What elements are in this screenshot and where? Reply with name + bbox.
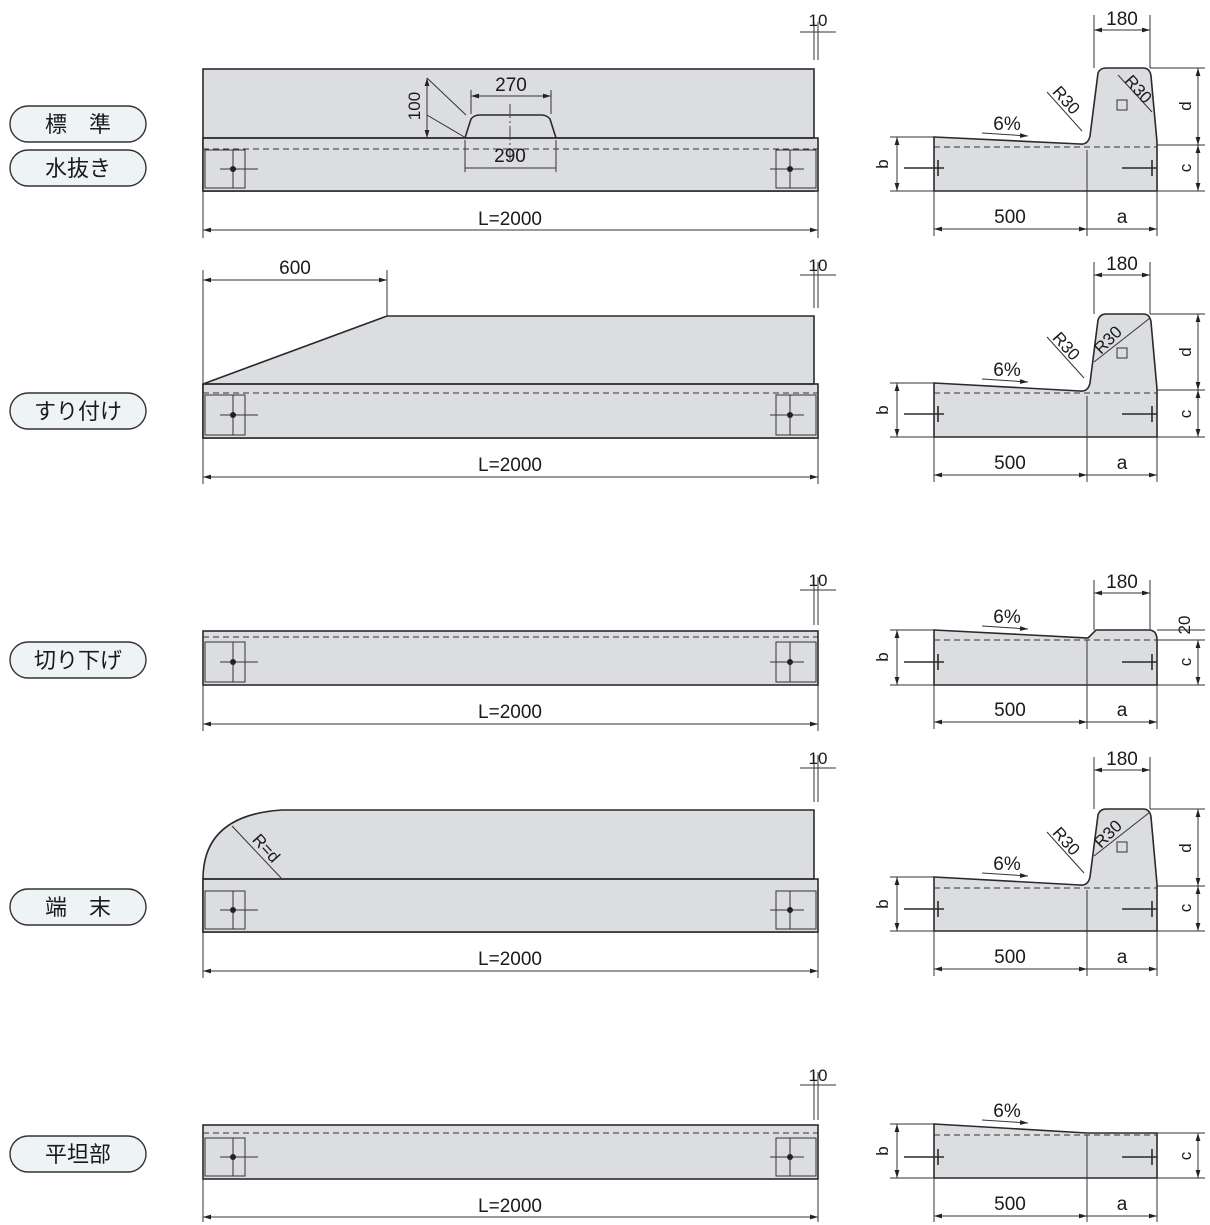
label-end-text: 端 末 <box>45 896 111 921</box>
dim-b: b <box>873 652 892 661</box>
dim-a: a <box>1117 947 1128 968</box>
section-standard: 180 R30 R30 6% d c b 500 a <box>873 9 1205 236</box>
dim-c: c <box>1176 903 1195 912</box>
dim-gradient: 6% <box>993 854 1021 875</box>
dim-gap: 10 <box>809 256 828 275</box>
anchor-left <box>204 1137 258 1177</box>
dim-gradient: 6% <box>993 607 1021 628</box>
label-drain: 水抜き <box>9 149 147 187</box>
label-slope: すり付け <box>9 392 147 430</box>
label-end: 端 末 <box>9 888 147 926</box>
dim-taper: 600 <box>279 258 311 279</box>
dim-base: 500 <box>994 1194 1026 1215</box>
dim-a: a <box>1117 1194 1128 1215</box>
section-end: 180 R30 R30 6% d c b 500 a <box>873 749 1205 976</box>
dim-notch-bottom: 290 <box>494 146 526 167</box>
dim-cut-height: 20 <box>1175 616 1194 635</box>
row-end: 端 末 R=d L=2000 <box>9 749 1205 978</box>
dim-notch-top: 270 <box>495 75 527 96</box>
anchor-right <box>770 149 817 189</box>
anchor-right <box>770 394 817 436</box>
row-standard: 標 準 水抜き <box>9 9 1205 238</box>
anchor-left <box>204 149 258 189</box>
dim-a: a <box>1117 700 1128 721</box>
dim-width-top: 180 <box>1106 572 1138 593</box>
dim-base: 500 <box>994 453 1026 474</box>
row-flat: 平坦部 L=2000 10 <box>9 1066 1205 1222</box>
row-slope: すり付け 600 <box>9 254 1205 484</box>
dim-length: L=2000 <box>478 209 542 230</box>
dim-gradient: 6% <box>993 114 1021 135</box>
dim-d: d <box>1176 843 1195 852</box>
label-standard: 標 準 <box>9 105 147 143</box>
anchor-right <box>770 890 817 930</box>
dim-d: d <box>1176 347 1195 356</box>
label-flat-text: 平坦部 <box>45 1143 111 1168</box>
anchor-left <box>204 641 258 683</box>
dim-b: b <box>873 1146 892 1155</box>
label-drain-text: 水抜き <box>45 157 111 182</box>
section-flat: 6% c b 500 a <box>873 1101 1205 1222</box>
dim-length: L=2000 <box>478 949 542 970</box>
dim-length: L=2000 <box>478 702 542 723</box>
side-view-cutdown: L=2000 10 <box>202 571 836 731</box>
row-cutdown: 切り下げ L=2000 10 <box>9 571 1205 731</box>
dim-base: 500 <box>994 700 1026 721</box>
dim-notch-depth: 100 <box>405 92 424 120</box>
dim-width-top: 180 <box>1106 9 1138 30</box>
dim-base: 500 <box>994 207 1026 228</box>
label-cutdown: 切り下げ <box>9 641 147 679</box>
anchor-left <box>204 890 258 930</box>
dim-radius-inner: R30 <box>1049 82 1084 118</box>
dim-radius-inner: R30 <box>1049 328 1084 364</box>
dim-gap: 10 <box>809 571 828 590</box>
dim-length: L=2000 <box>478 455 542 476</box>
side-view-end: R=d L=2000 10 <box>202 749 836 978</box>
dim-b: b <box>873 405 892 414</box>
side-view-standard: L=2000 10 270 290 100 <box>202 11 836 238</box>
section-cutdown: 180 6% 20 c b 500 a <box>873 572 1205 729</box>
dim-a: a <box>1117 207 1128 228</box>
anchor-left <box>204 394 258 436</box>
dim-radius-inner: R30 <box>1049 823 1084 859</box>
side-view-flat: L=2000 10 <box>202 1066 836 1222</box>
label-slope-text: すり付け <box>34 400 122 425</box>
dim-c: c <box>1176 1151 1195 1160</box>
dim-gradient: 6% <box>993 360 1021 381</box>
dim-length: L=2000 <box>478 1196 542 1217</box>
dim-width-top: 180 <box>1106 749 1138 770</box>
label-cutdown-text: 切り下げ <box>34 649 122 674</box>
dim-width-top: 180 <box>1106 254 1138 275</box>
dim-c: c <box>1176 409 1195 418</box>
dim-gradient: 6% <box>993 1101 1021 1122</box>
dim-gap: 10 <box>809 1066 828 1085</box>
dim-c: c <box>1176 657 1195 666</box>
dim-b: b <box>873 159 892 168</box>
anchor-right <box>770 641 817 683</box>
dim-d: d <box>1176 101 1195 110</box>
dim-b: b <box>873 899 892 908</box>
dim-c: c <box>1176 163 1195 172</box>
dim-base: 500 <box>994 947 1026 968</box>
anchor-right <box>770 1137 817 1177</box>
dim-a: a <box>1117 453 1128 474</box>
dim-gap: 10 <box>809 749 828 768</box>
section-slope: 180 R30 R30 6% d c b 500 a <box>873 254 1205 482</box>
dim-gap: 10 <box>809 11 828 30</box>
side-view-slope: 600 L=2000 10 <box>202 256 836 484</box>
label-flat: 平坦部 <box>9 1135 147 1173</box>
label-standard-text: 標 準 <box>45 113 111 138</box>
